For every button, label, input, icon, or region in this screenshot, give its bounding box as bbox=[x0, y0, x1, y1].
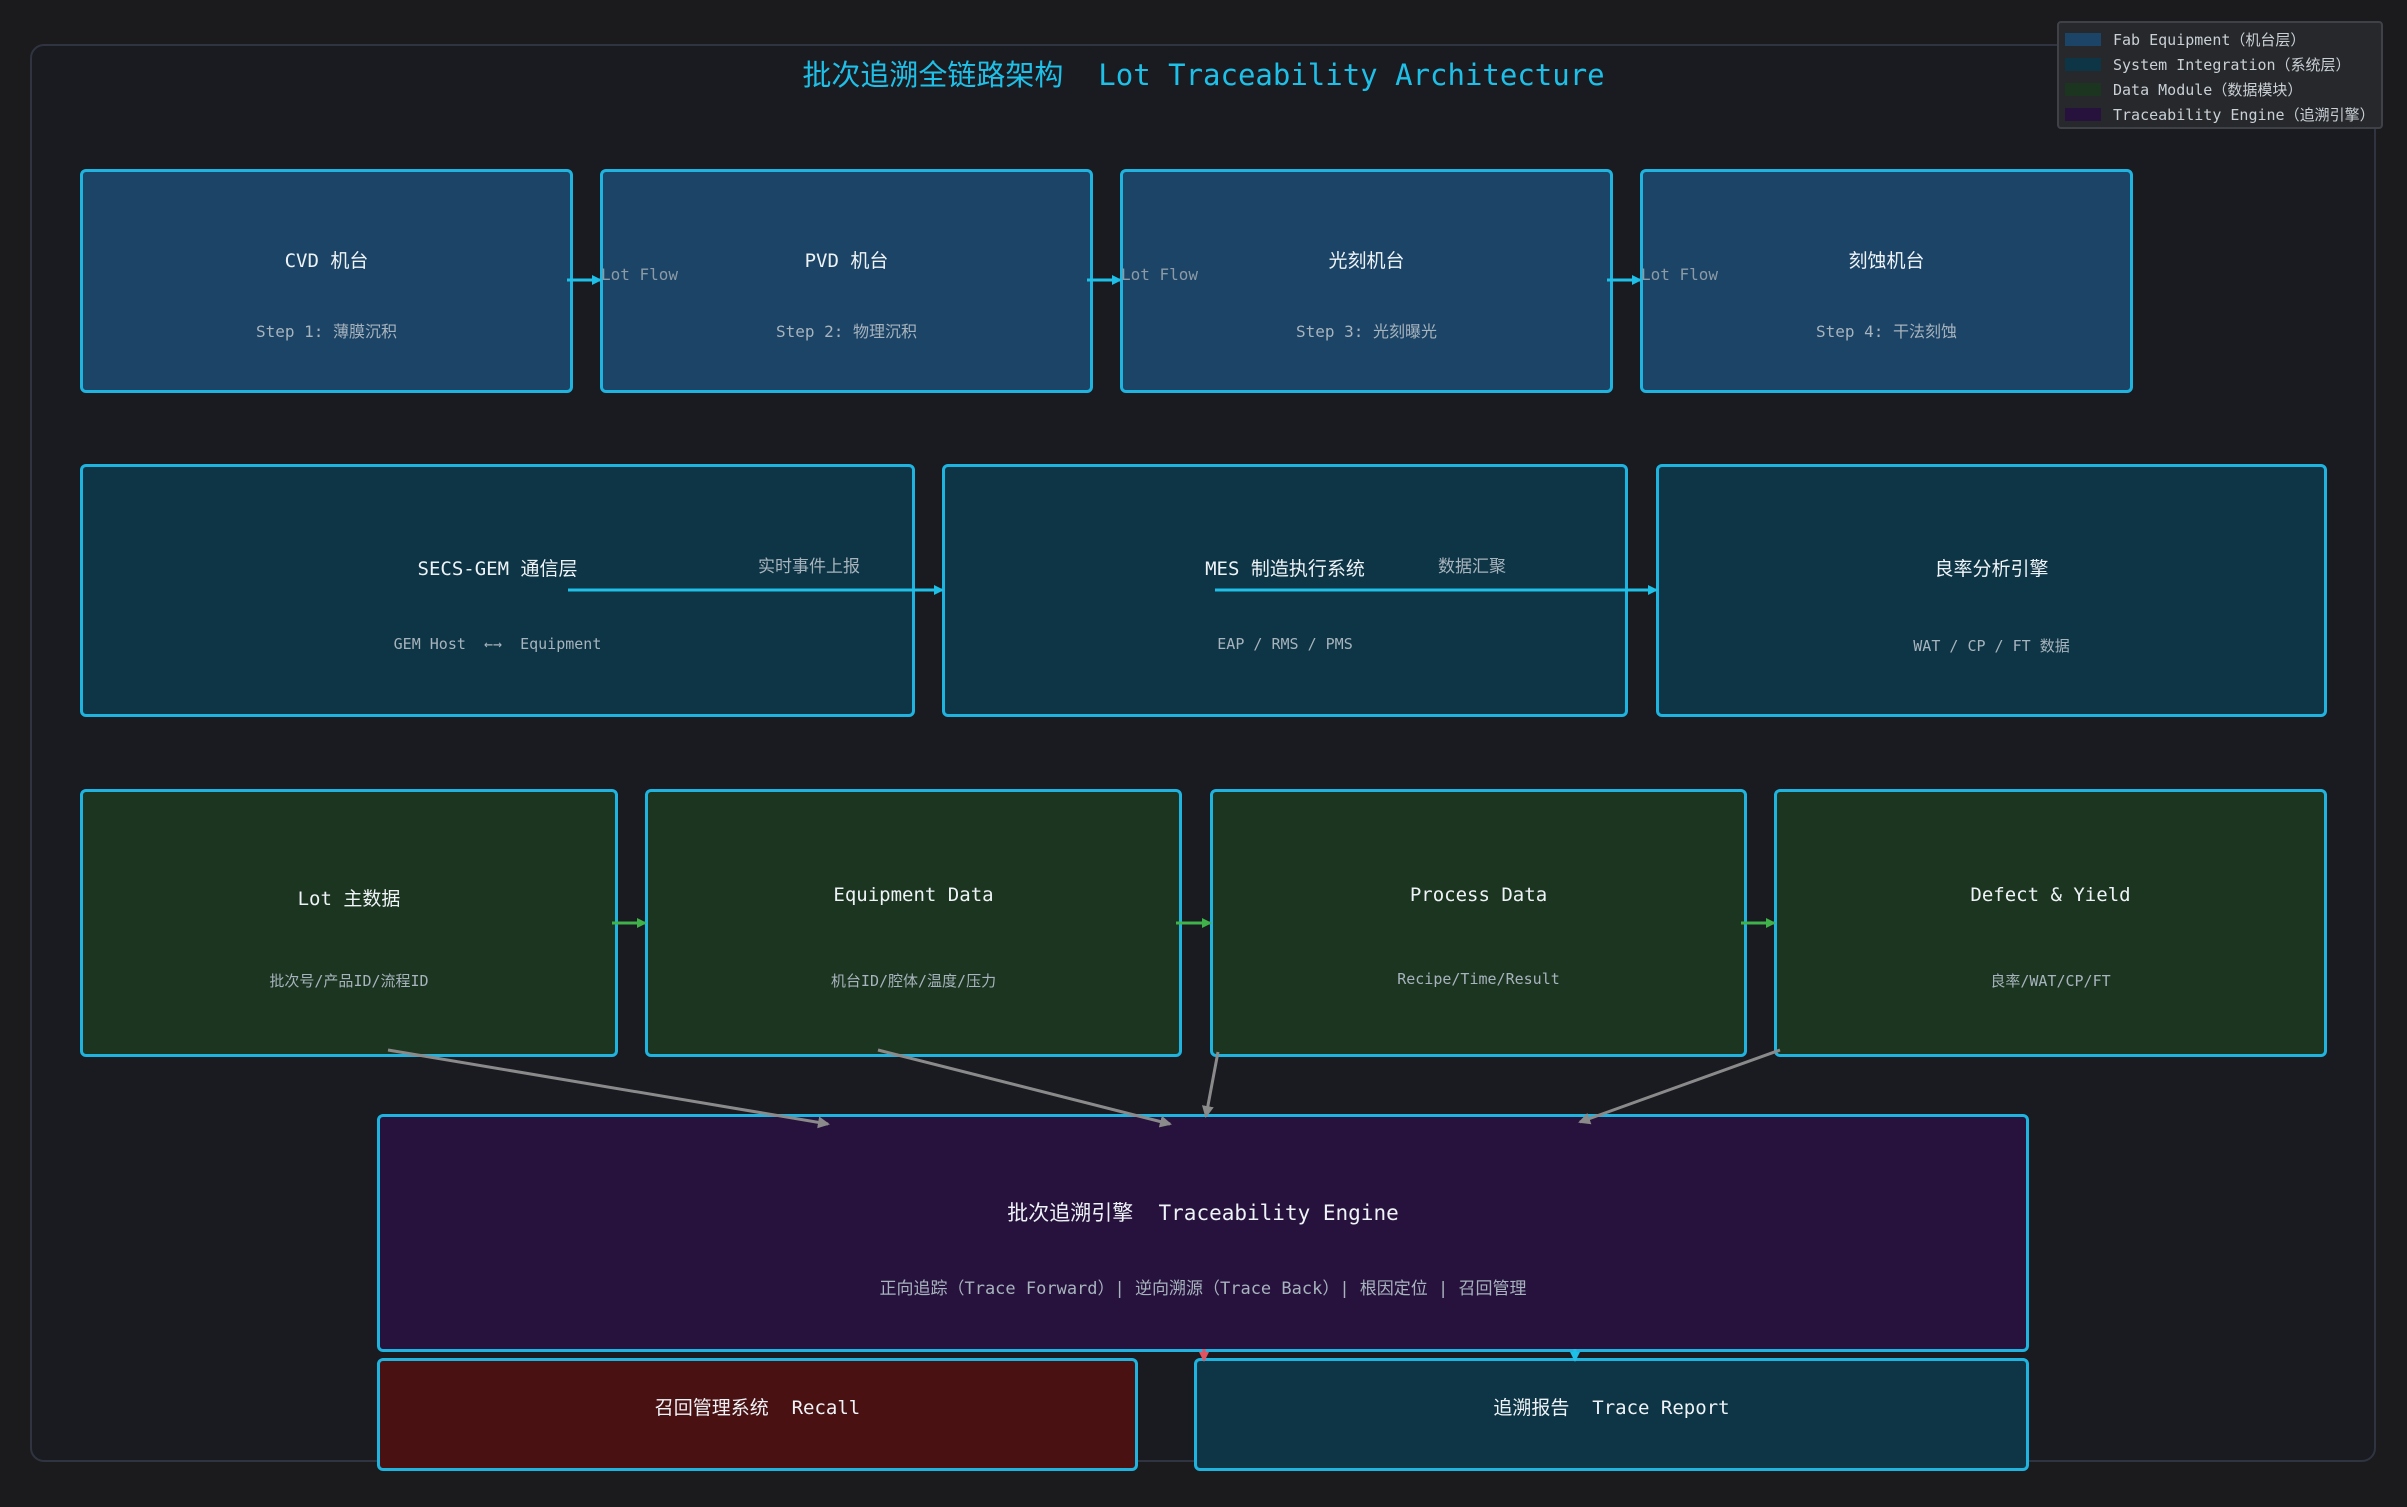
equipment-name: 刻蚀机台 bbox=[1848, 250, 1925, 272]
legend-label-equipment: Fab Equipment（机台层） bbox=[2113, 31, 2306, 49]
data-desc: 机台ID/腔体/温度/压力 bbox=[830, 972, 997, 990]
equipment-step: Step 2: 物理沉积 bbox=[775, 322, 918, 341]
equipment-name: PVD 机台 bbox=[804, 250, 889, 272]
system-desc: WAT / CP / FT 数据 bbox=[1913, 637, 2070, 655]
equipment-name: 光刻机台 bbox=[1328, 250, 1405, 272]
legend-label-data: Data Module（数据模块） bbox=[2113, 81, 2303, 99]
legend: Fab Equipment（机台层） System Integration（系统… bbox=[2057, 21, 2383, 129]
legend-swatch-equipment bbox=[2065, 33, 2101, 46]
system-name: SECS-GEM 通信层 bbox=[417, 558, 578, 580]
system-link-label-1: 实时事件上报 bbox=[758, 557, 860, 577]
recall-system-node[interactable]: 召回管理系统 Recall bbox=[377, 1358, 1138, 1471]
system-node-yield[interactable]: 良率分析引擎 WAT / CP / FT 数据 bbox=[1656, 464, 2327, 717]
equipment-step: Step 3: 光刻曝光 bbox=[1295, 322, 1438, 341]
data-name: Equipment Data bbox=[833, 884, 994, 906]
equipment-node-cvd[interactable]: CVD 机台 Step 1: 薄膜沉积 bbox=[80, 169, 573, 393]
legend-swatch-data bbox=[2065, 83, 2101, 96]
engine-desc: 正向追踪（Trace Forward）| 逆向溯源（Trace Back）| 根… bbox=[879, 1279, 1527, 1299]
equipment-name: CVD 机台 bbox=[284, 250, 369, 272]
data-name: Lot 主数据 bbox=[297, 888, 401, 910]
data-node-defect-yield[interactable]: Defect & Yield 良率/WAT/CP/FT bbox=[1774, 789, 2327, 1057]
output-name: 召回管理系统 Recall bbox=[654, 1397, 861, 1419]
data-node-process[interactable]: Process Data Recipe/Time/Result bbox=[1210, 789, 1747, 1057]
diagram-title: 批次追溯全链路架构 Lot Traceability Architecture bbox=[802, 58, 1605, 92]
lot-flow-label-2: Lot Flow bbox=[1121, 265, 1199, 284]
legend-swatch-system bbox=[2065, 58, 2101, 71]
traceability-engine-node[interactable]: 批次追溯引擎 Traceability Engine 正向追踪（Trace Fo… bbox=[377, 1114, 2029, 1352]
data-node-equipment[interactable]: Equipment Data 机台ID/腔体/温度/压力 bbox=[645, 789, 1182, 1057]
system-desc: GEM Host ←→ Equipment bbox=[393, 635, 602, 653]
output-name: 追溯报告 Trace Report bbox=[1493, 1397, 1730, 1419]
system-node-mes[interactable]: MES 制造执行系统 EAP / RMS / PMS bbox=[942, 464, 1628, 717]
data-desc: 批次号/产品ID/流程ID bbox=[269, 972, 429, 990]
data-name: Process Data bbox=[1409, 884, 1548, 906]
data-desc: 良率/WAT/CP/FT bbox=[1990, 972, 2111, 990]
legend-label-system: System Integration（系统层） bbox=[2113, 56, 2351, 74]
data-name: Defect & Yield bbox=[1970, 884, 2131, 906]
engine-name: 批次追溯引擎 Traceability Engine bbox=[1007, 1201, 1399, 1225]
system-name: MES 制造执行系统 bbox=[1205, 558, 1365, 580]
lot-flow-label-3: Lot Flow bbox=[1641, 265, 1719, 284]
equipment-step: Step 4: 干法刻蚀 bbox=[1815, 322, 1958, 341]
equipment-node-etch[interactable]: 刻蚀机台 Step 4: 干法刻蚀 bbox=[1640, 169, 2133, 393]
equipment-step: Step 1: 薄膜沉积 bbox=[255, 322, 398, 341]
data-node-lot-master[interactable]: Lot 主数据 批次号/产品ID/流程ID bbox=[80, 789, 618, 1057]
equipment-node-litho[interactable]: 光刻机台 Step 3: 光刻曝光 bbox=[1120, 169, 1613, 393]
system-desc: EAP / RMS / PMS bbox=[1217, 635, 1353, 653]
legend-label-engine: Traceability Engine（追溯引擎） bbox=[2113, 106, 2375, 124]
lot-flow-label-1: Lot Flow bbox=[601, 265, 679, 284]
equipment-node-pvd[interactable]: PVD 机台 Step 2: 物理沉积 bbox=[600, 169, 1093, 393]
legend-swatch-engine bbox=[2065, 108, 2101, 121]
system-node-secs-gem[interactable]: SECS-GEM 通信层 GEM Host ←→ Equipment bbox=[80, 464, 915, 717]
system-link-label-2: 数据汇聚 bbox=[1438, 557, 1506, 577]
trace-report-node[interactable]: 追溯报告 Trace Report bbox=[1194, 1358, 2029, 1471]
data-desc: Recipe/Time/Result bbox=[1397, 970, 1560, 988]
system-name: 良率分析引擎 bbox=[1934, 558, 2049, 580]
